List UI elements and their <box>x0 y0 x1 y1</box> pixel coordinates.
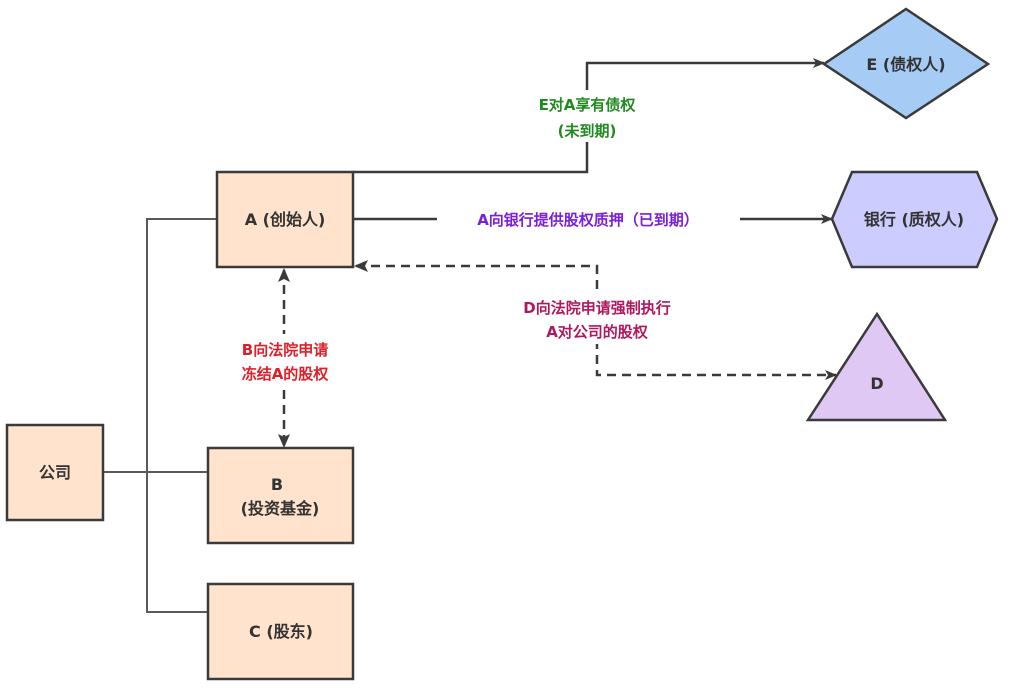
node-c[interactable]: C (股东) <box>206 582 355 681</box>
edge-label-bg-a-e <box>500 90 675 142</box>
node-e-label: E (债权人) <box>866 55 945 74</box>
node-b-label-line2: (投资基金) <box>241 499 320 518</box>
edge-label-a-to-e-line2: (未到期) <box>558 122 617 140</box>
edge-label-b-to-a-line1: B向法院申请 <box>242 341 328 359</box>
edge-label-d-to-a-line2: A对公司的股权 <box>546 323 649 341</box>
edge-label-d-to-a-line1: D向法院申请强制执行 <box>523 299 670 317</box>
connector-trunk <box>146 218 217 613</box>
edge-label-bg-d-a <box>490 292 705 344</box>
edge-label-bg-b-a <box>220 334 350 386</box>
node-d[interactable]: D <box>805 311 948 422</box>
arrowhead-into-a-bottom <box>278 268 290 282</box>
edge-d-a-dashed[interactable] <box>356 264 837 380</box>
node-a[interactable]: A (创始人) <box>215 170 355 269</box>
node-company[interactable]: 公司 <box>5 423 105 522</box>
node-c-label: C (股东) <box>249 622 313 641</box>
node-a-label: A (创始人) <box>245 210 326 229</box>
node-bank-label: 银行 (质权人) <box>864 210 964 229</box>
edge-label-a-to-bank: A向银行提供股权质押（已到期） <box>477 211 699 229</box>
arrowhead-into-b-top <box>278 434 290 448</box>
node-b-label-line1: B <box>271 475 283 494</box>
node-bank[interactable]: 银行 (质权人) <box>830 170 999 269</box>
company-shareholder-connectors <box>103 218 217 613</box>
node-company-label: 公司 <box>39 463 71 482</box>
node-e[interactable]: E (债权人) <box>821 7 991 120</box>
node-b[interactable]: B (投资基金) <box>206 446 355 545</box>
arrowhead-into-a-right <box>354 260 368 272</box>
edge-label-a-to-e-line1: E对A享有债权 <box>539 96 637 114</box>
edge-label-b-to-a-line2: 冻结A的股权 <box>242 365 330 383</box>
node-d-label: D <box>870 374 883 393</box>
